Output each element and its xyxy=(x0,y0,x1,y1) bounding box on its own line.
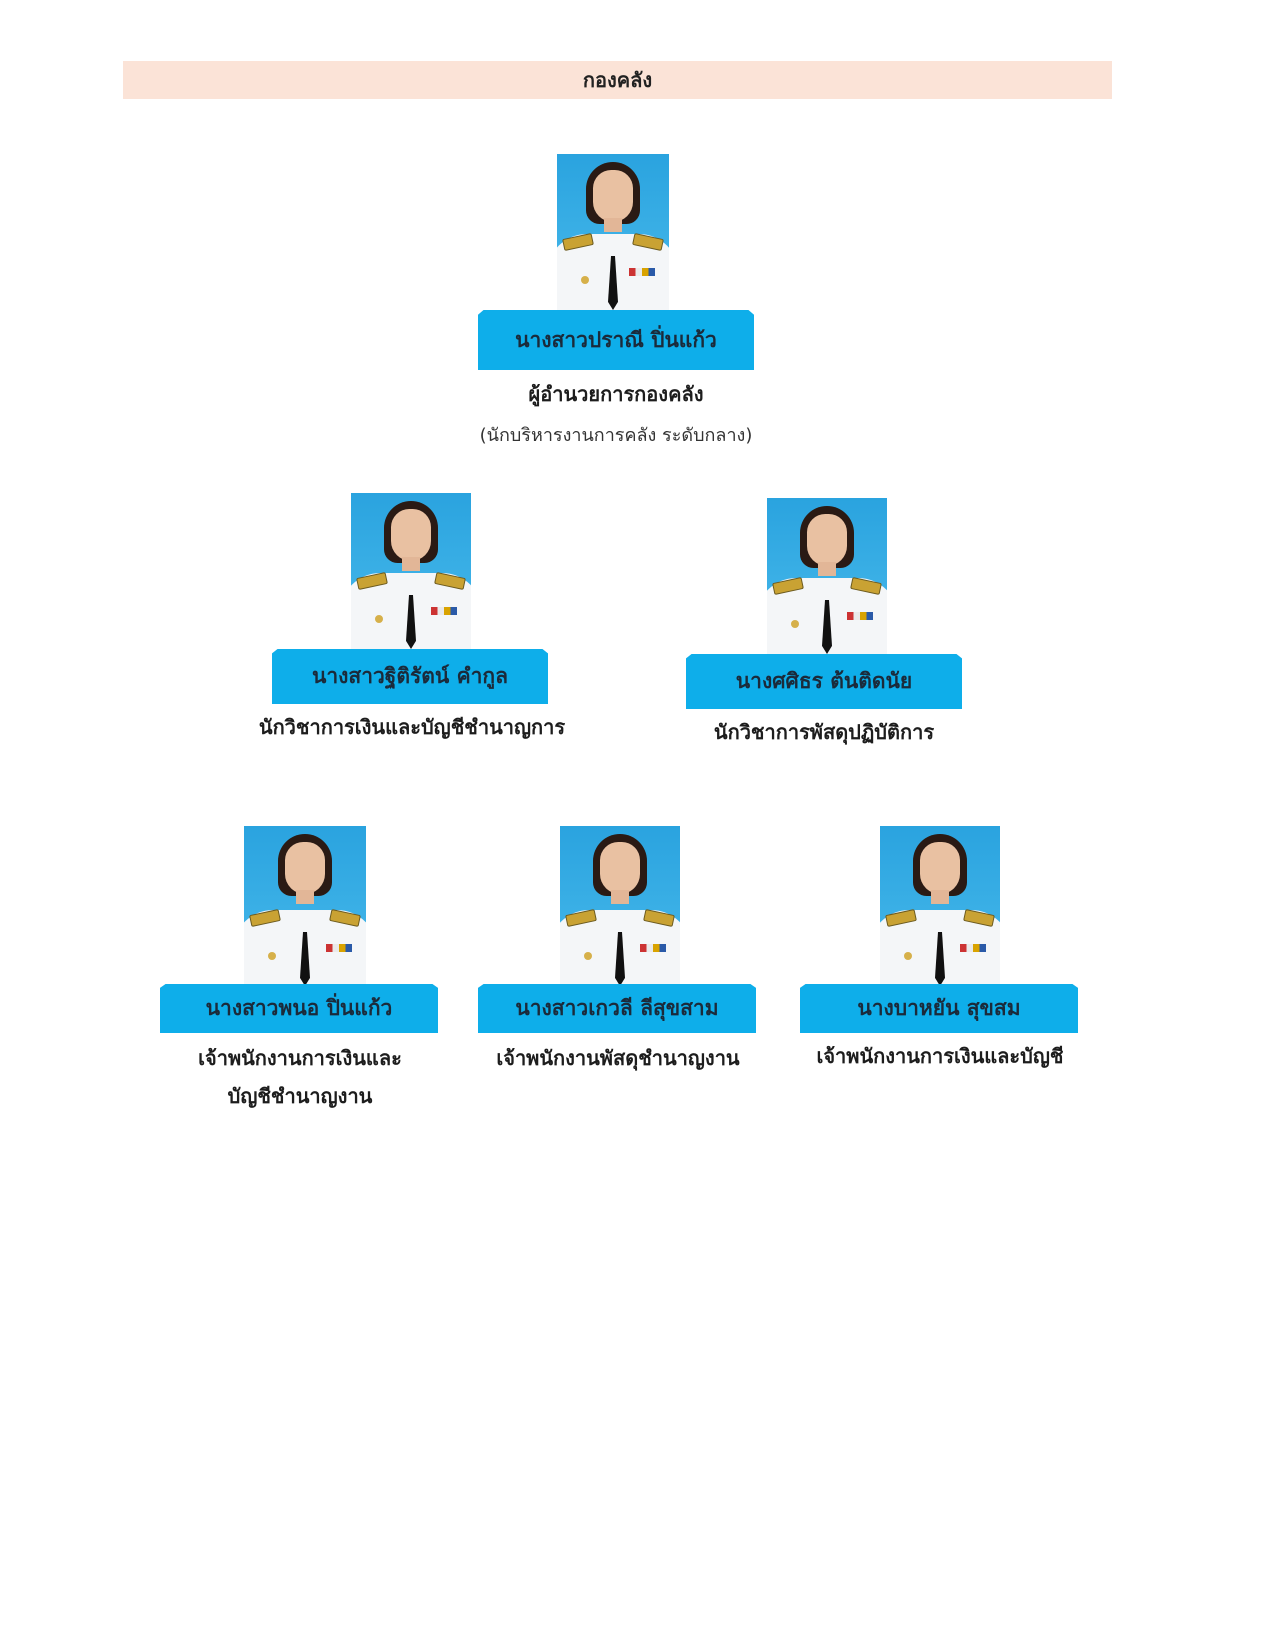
staff-name-banner: นางสาวฐิติรัตน์ คำกูล xyxy=(272,649,548,704)
director-name: นางสาวปราณี ปิ่นแก้ว xyxy=(515,327,717,352)
staff-name-banner: นางสาวพนอ ปิ่นแก้ว xyxy=(160,984,438,1033)
staff-position-line1: เจ้าพนักงานการเงินและบัญชี xyxy=(816,1044,1064,1068)
staff-position-line1: เจ้าพนักงานการเงินและ xyxy=(198,1046,402,1070)
section-header: กองคลัง xyxy=(123,61,1112,99)
director-level: (นักบริหารงานการคลัง ระดับกลาง) xyxy=(479,425,753,446)
staff-photo xyxy=(244,826,366,986)
staff-card: นางสาวพนอ ปิ่นแก้ว เจ้าพนักงานการเงินและ… xyxy=(160,826,440,1126)
staff-position-line2: บัญชีชำนาญงาน xyxy=(227,1084,373,1108)
staff-name: นางสาวฐิติรัตน์ คำกูล xyxy=(311,664,509,688)
director-name-banner: นางสาวปราณี ปิ่นแก้ว xyxy=(478,310,754,370)
section-title: กองคลัง xyxy=(582,68,653,92)
staff-photo xyxy=(767,498,887,654)
director-card: นางสาวปราณี ปิ่นแก้ว ผู้อำนวยการกองคลัง … xyxy=(478,152,754,446)
staff-photo xyxy=(560,826,680,986)
staff-card: นางสาวฐิติรัตน์ คำกูล นักวิชาการเงินและบ… xyxy=(259,493,565,753)
staff-photo xyxy=(880,826,1000,986)
staff-name: นางสาวพนอ ปิ่นแก้ว xyxy=(205,996,393,1020)
staff-position: นักวิชาการพัสดุปฏิบัติการ xyxy=(713,720,935,744)
staff-card: นางบาหยัน สุขสม เจ้าพนักงานการเงินและบัญ… xyxy=(800,826,1080,1086)
staff-name-banner: นางศศิธร ต้นติดนัย xyxy=(686,654,962,709)
staff-photo xyxy=(351,493,471,649)
staff-position: นักวิชาการเงินและบัญชีชำนาญการ xyxy=(258,715,566,739)
staff-name: นางสาวเกวลี ลีสุขสาม xyxy=(515,996,719,1020)
staff-card: นางศศิธร ต้นติดนัย นักวิชาการพัสดุปฏิบัต… xyxy=(686,498,966,758)
staff-card: นางสาวเกวลี ลีสุขสาม เจ้าพนักงานพัสดุชำน… xyxy=(478,826,758,1086)
staff-name-banner: นางสาวเกวลี ลีสุขสาม xyxy=(478,984,756,1033)
staff-name-banner: นางบาหยัน สุขสม xyxy=(800,984,1078,1033)
staff-name: นางศศิธร ต้นติดนัย xyxy=(735,669,913,693)
staff-position-line1: เจ้าพนักงานพัสดุชำนาญงาน xyxy=(496,1046,740,1070)
director-photo xyxy=(557,154,669,310)
director-position: ผู้อำนวยการกองคลัง xyxy=(528,382,704,406)
staff-name: นางบาหยัน สุขสม xyxy=(857,996,1021,1020)
